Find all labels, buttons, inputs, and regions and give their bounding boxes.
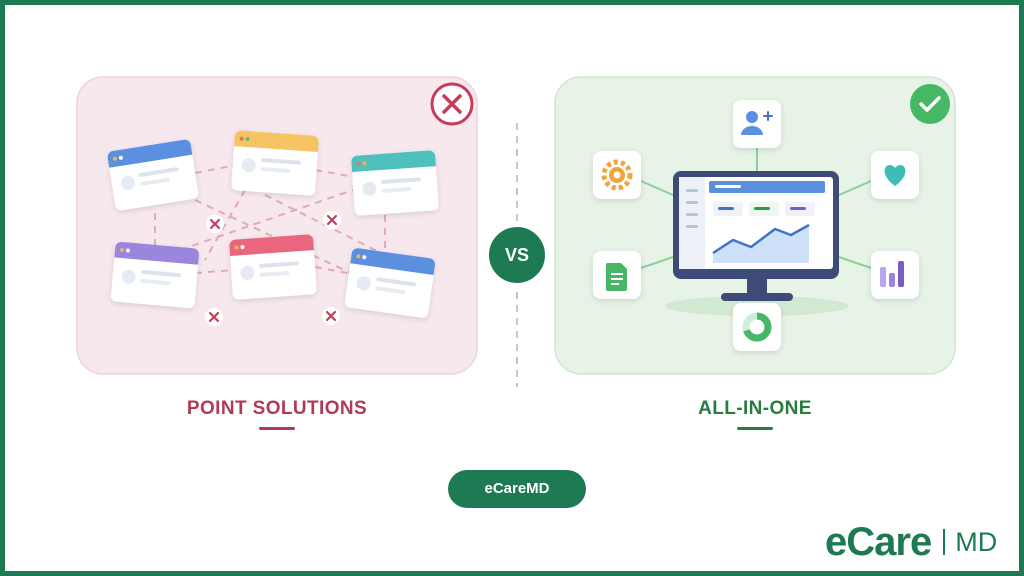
heart-icon (871, 151, 919, 199)
app-window-blue-2 (345, 248, 435, 318)
logo-main-text: eCare (825, 520, 932, 564)
app-window-teal (351, 150, 439, 216)
logo-suffix-text: MD (955, 527, 998, 557)
user-add-icon (733, 100, 781, 148)
left-title-underline (259, 427, 295, 430)
pie-chart-icon (733, 303, 781, 351)
point-solutions-title: POINT SOLUTIONS (186, 398, 368, 419)
brand-pill-button[interactable]: eCareMD (448, 470, 586, 508)
app-window-purple (111, 241, 199, 309)
illustration (76, 76, 956, 430)
monitor-icon (665, 171, 849, 316)
ecaremd-logo: eCare MD (825, 520, 997, 564)
broken-link-marker (322, 307, 340, 325)
logo-separator (943, 529, 946, 555)
bar-chart-icon (871, 251, 919, 299)
app-window-red (229, 234, 317, 300)
all-in-one-title: ALL-IN-ONE (698, 398, 812, 419)
broken-link-marker (205, 308, 223, 326)
check-icon (910, 84, 950, 124)
document-icon (593, 251, 641, 299)
app-window-yellow (231, 130, 319, 196)
broken-link-marker (323, 211, 341, 229)
point-solutions-panel (76, 76, 478, 375)
broken-link-marker (206, 215, 224, 233)
vs-badge (485, 223, 549, 287)
app-window-blue (107, 139, 199, 211)
close-icon (430, 82, 474, 126)
right-title-underline (737, 427, 773, 430)
vs-label: VS (504, 245, 529, 265)
gear-icon (593, 151, 641, 199)
